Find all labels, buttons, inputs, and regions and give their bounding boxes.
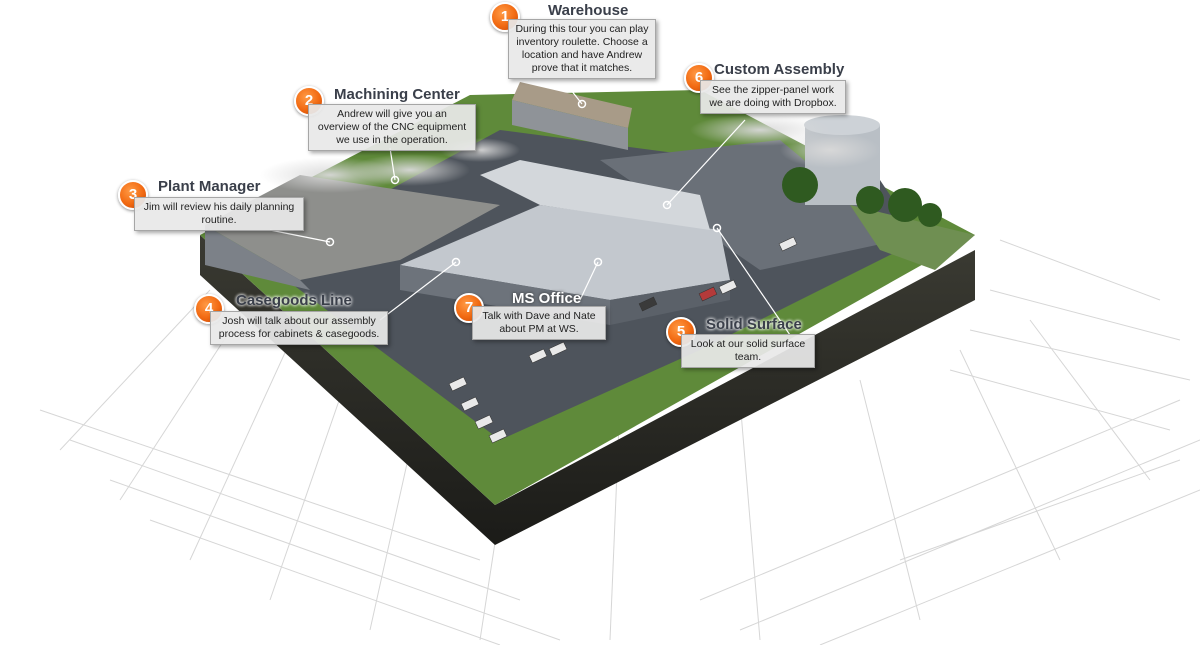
stop-title: Casegoods Line [236, 292, 352, 309]
stop-title: Machining Center [334, 86, 460, 103]
stop-description: Look at our solid surface team. [681, 334, 815, 368]
stop-description: Josh will talk about our assembly proces… [210, 311, 388, 345]
stop-title: Warehouse [548, 2, 629, 19]
stop-title: Solid Surface [706, 316, 802, 333]
stop-description: Andrew will give you an overview of the … [308, 104, 476, 151]
callout-leader-lines [269, 75, 791, 336]
perspective-grid [39, 239, 1200, 645]
stop-description: Talk with Dave and Nate about PM at WS. [472, 306, 606, 340]
stop-title: MS Office [512, 290, 582, 307]
callout-hotspots [325, 99, 722, 267]
stop-title: Plant Manager [158, 178, 261, 195]
stop-number-badge[interactable]: 1 [490, 2, 520, 32]
parked-cars [448, 236, 798, 444]
stop-description: During this tour you can play inventory … [508, 19, 656, 79]
smoke-clouds [260, 114, 880, 193]
stop-description: See the zipper-panel work we are doing w… [700, 80, 846, 114]
stop-number-badge[interactable]: 5 [666, 317, 696, 347]
stop-title: Custom Assembly [714, 61, 845, 78]
trees [782, 167, 942, 227]
stop-description: Jim will review his daily planning routi… [134, 197, 304, 231]
